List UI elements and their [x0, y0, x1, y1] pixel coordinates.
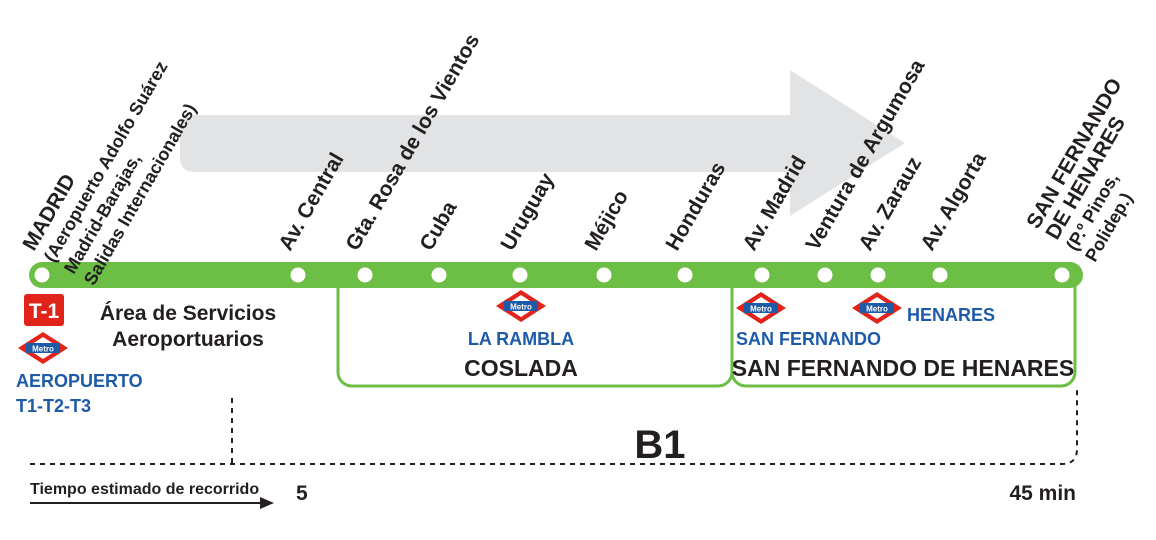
stop-dot — [357, 267, 373, 283]
stop-label-group: Av. Algorta — [916, 148, 991, 254]
stop-dot — [677, 267, 693, 283]
stop-dot — [512, 267, 528, 283]
stop-name: Honduras — [661, 158, 730, 254]
metro-logo: Metro — [736, 292, 786, 324]
terminal-badge: T-1 — [24, 294, 64, 326]
stop-dot — [870, 267, 886, 283]
time-arrow — [30, 497, 274, 509]
stop-label-group: Uruguay — [496, 169, 559, 255]
stop-name: Méjico — [580, 186, 633, 254]
route-line — [29, 262, 1083, 288]
timeline-dashed-line — [30, 387, 1078, 465]
san-fernando-station: SAN FERNANDO — [736, 329, 881, 349]
la-rambla-station: LA RAMBLA — [468, 329, 574, 349]
metro-logo: Metro — [496, 290, 546, 322]
henares-station: HENARES — [907, 305, 995, 325]
stop-label-group: Méjico — [580, 186, 633, 254]
stop-dot — [431, 267, 447, 283]
metro-logo-label: Metro — [866, 305, 888, 314]
san-fernando-label: SAN FERNANDO DE HENARES — [732, 355, 1074, 381]
line-code: B1 — [634, 423, 685, 467]
stop-name: Av. Algorta — [916, 148, 991, 254]
direction-arrow — [180, 70, 905, 216]
stop-label-group: Cuba — [415, 197, 461, 254]
stop-dot — [817, 267, 833, 283]
metro-logo-label: Metro — [750, 305, 772, 314]
stop-dot — [754, 267, 770, 283]
terminal-badge-label: T-1 — [29, 300, 60, 323]
time-label: Tiempo estimado de recorrido — [30, 481, 259, 498]
airport-metro-line1: AEROPUERTO — [16, 371, 143, 391]
metro-logo: Metro — [18, 332, 68, 364]
time-start: 5 — [296, 482, 308, 505]
stop-dot — [596, 267, 612, 283]
metro-logo-label: Metro — [510, 303, 532, 312]
stop-dot — [290, 267, 306, 283]
stop-dot — [34, 267, 50, 283]
stop-name: Cuba — [415, 197, 461, 254]
stop-name: Uruguay — [496, 169, 559, 255]
service-area-line2: Aeroportuarios — [112, 328, 264, 351]
service-area-line1: Área de Servicios — [100, 302, 276, 325]
metro-logo: Metro — [852, 292, 902, 324]
airport-metro-line2: T1-T2-T3 — [16, 396, 91, 416]
coslada-label: COSLADA — [464, 355, 578, 381]
stop-label-group: Honduras — [661, 158, 730, 254]
metro-logo-label: Metro — [32, 345, 54, 354]
time-end: 45 min — [1009, 482, 1076, 505]
stop-dot — [932, 267, 948, 283]
stop-dot — [1054, 267, 1070, 283]
